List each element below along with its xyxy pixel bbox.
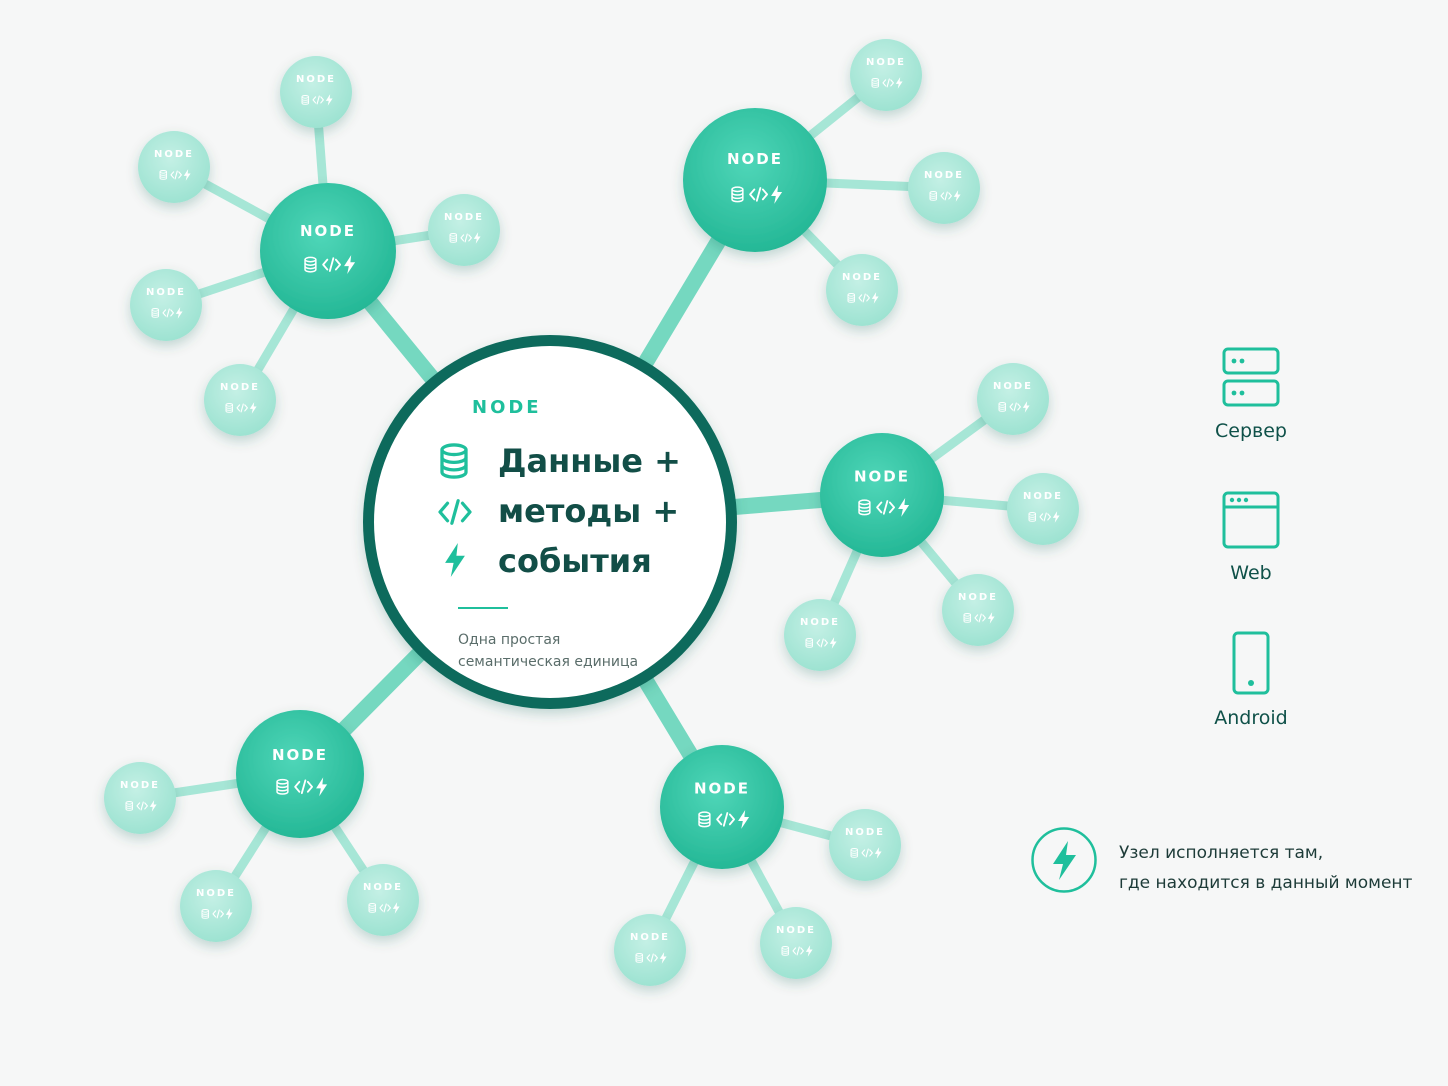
node-label: NODE [300,222,356,240]
legend-web: Web [1190,490,1312,584]
node-label: NODE [958,592,998,603]
network-node: NODE [683,108,827,252]
network-leaf-node: NODE [977,363,1049,435]
network-leaf-node: NODE [829,809,901,881]
smartphone-icon [1232,631,1270,695]
browser-window-icon [1222,491,1280,549]
network-leaf-node: NODE [614,914,686,986]
network-leaf-node: NODE [1007,473,1079,545]
network-leaf-node: NODE [784,599,856,671]
network-leaf-node: NODE [908,152,980,224]
network-leaf-node: NODE [942,574,1014,646]
network-leaf-node: NODE [850,39,922,111]
network-leaf-node: NODE [760,907,832,979]
center-line-methods: методы + [498,492,679,530]
node-label: NODE [196,888,236,899]
node-label: NODE [272,746,328,764]
node-label: NODE [854,467,910,485]
server-icon [1222,347,1280,407]
legend-android: Android [1190,631,1312,729]
central-node: NODE Данные + методы + события Одна прос… [363,335,737,709]
node-label: NODE [296,74,336,85]
center-line-data: Данные + [498,442,681,480]
network-leaf-node: NODE [826,254,898,326]
network-leaf-node: NODE [104,762,176,834]
legend-label-android: Android [1214,707,1288,729]
node-label: NODE [727,150,783,168]
node-label: NODE [842,272,882,283]
central-node-label: NODE [472,397,542,418]
note-line-2: где находится в данный момент [1119,873,1413,893]
network-node: NODE [236,710,364,838]
network-leaf-node: NODE [428,194,500,266]
network-node: NODE [260,183,396,319]
node-label: NODE [146,287,186,298]
node-label: NODE [866,57,906,68]
center-line-events: события [498,542,652,580]
node-label: NODE [1023,491,1063,502]
legend-server: Сервер [1190,346,1312,442]
node-label: NODE [630,932,670,943]
network-node: NODE [820,433,944,557]
network-leaf-node: NODE [138,131,210,203]
network-node: NODE [660,745,784,869]
node-label: NODE [694,779,750,797]
note-line-1: Узел исполняется там, [1119,843,1324,863]
execution-note: Узел исполняется там, где находится в да… [1030,826,1430,896]
center-subtitle-line-2: семантическая единица [458,654,638,670]
node-label: NODE [120,780,160,791]
lightning-icon [1031,827,1097,893]
network-leaf-node: NODE [280,56,352,128]
node-label: NODE [363,882,403,893]
network-leaf-node: NODE [347,864,419,936]
node-label: NODE [220,382,260,393]
network-leaf-node: NODE [180,870,252,942]
node-label: NODE [845,827,885,838]
legend-label-web: Web [1230,562,1272,584]
network-leaf-node: NODE [130,269,202,341]
legend-label-server: Сервер [1215,420,1287,442]
node-label: NODE [154,149,194,160]
node-label: NODE [993,381,1033,392]
node-label: NODE [444,212,484,223]
network-leaf-node: NODE [204,364,276,436]
node-label: NODE [800,617,840,628]
node-label: NODE [924,170,964,181]
node-label: NODE [776,925,816,936]
center-subtitle-line-1: Одна простая [458,632,560,648]
